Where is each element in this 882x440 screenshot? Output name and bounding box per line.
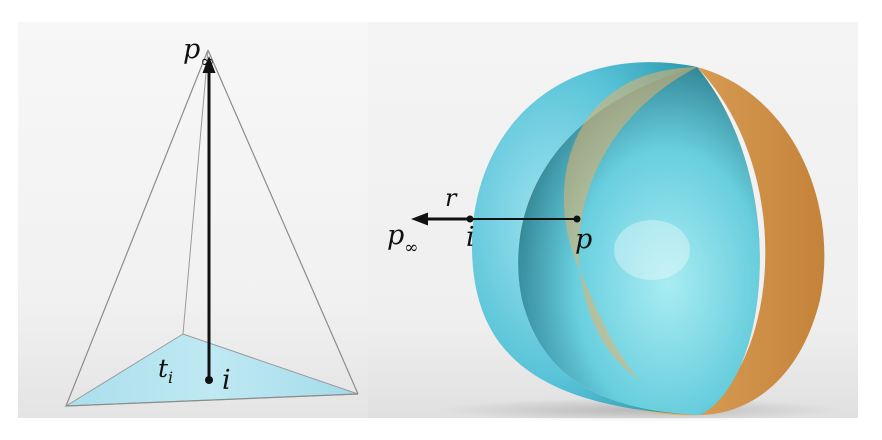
point-label-right-p: p [575,224,592,255]
tetrahedron [64,49,359,407]
radius-line-group [411,212,581,226]
cyan-cap-outer [471,62,700,416]
base-edge-front [65,393,359,407]
point-label-right-i: i [466,222,475,253]
apex-label: p∞ [183,34,214,72]
radius-label: r [445,184,458,212]
tetra-edge-left [65,49,209,407]
direction-label: p∞ [387,220,418,258]
direction-arrow-head [411,212,428,226]
face-label: ti [158,354,173,387]
specular-highlight [614,220,690,280]
point-i-dot-right [466,215,474,223]
cyan-cap [471,62,760,416]
arrow-head-up [202,56,216,73]
vertical-arrow [202,56,216,384]
point-p-dot [573,215,581,223]
tetra-edge-back [182,49,209,335]
point-label-left: i [222,365,231,396]
tetra-edge-right [207,49,359,395]
orange-overlap-reflection [563,67,697,380]
point-i-dot [205,376,213,384]
orange-cap-rim [697,67,825,415]
